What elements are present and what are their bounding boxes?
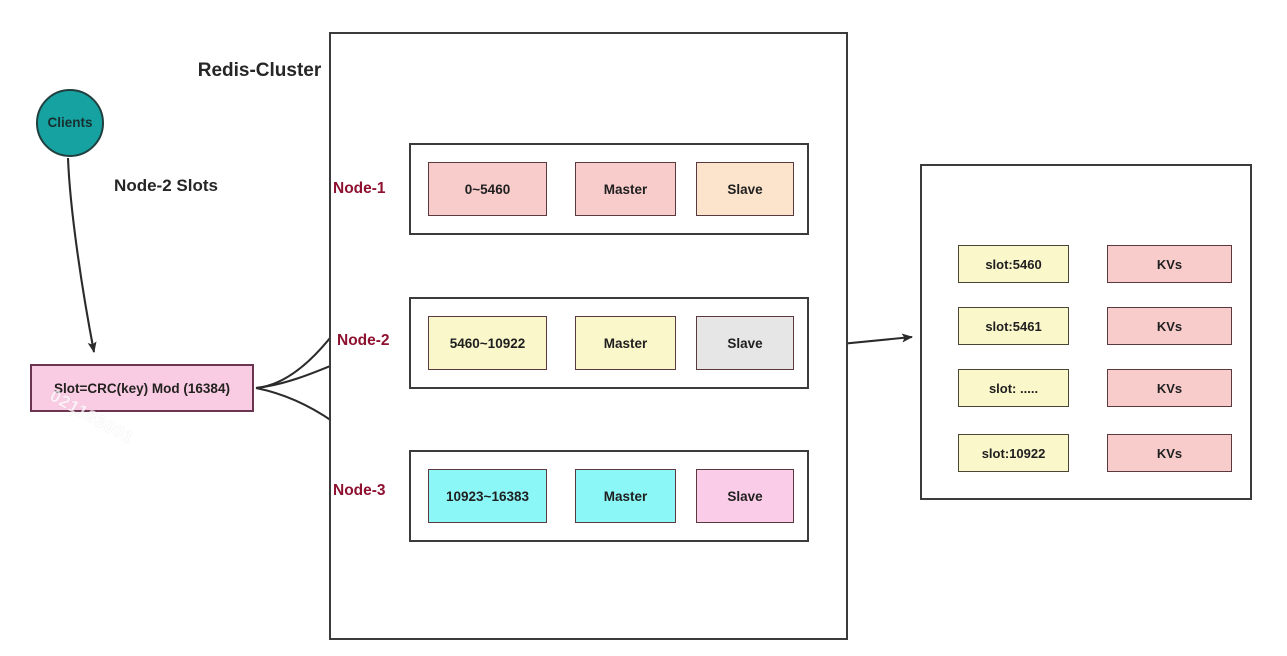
node-label-node-1: Node-1 [333,180,386,197]
kv-box-2[interactable]: KVs [1107,369,1232,407]
node-1-master[interactable]: Master [575,162,676,216]
node-2-slots-title: Node-2 Slots [114,176,218,195]
node-2-slot-range[interactable]: 5460~10922 [428,316,547,370]
clients-label: Clients [47,115,93,131]
node-3-slot-range[interactable]: 10923~16383 [428,469,547,523]
redis-cluster-title: Redis-Cluster [197,60,322,81]
kv-box-1[interactable]: KVs [1107,307,1232,345]
node-1-slot-range[interactable]: 0~5460 [428,162,547,216]
node-label-node-2: Node-2 [337,332,390,349]
node-row-node-1[interactable]: 0~5460 Master Slave [409,143,809,235]
kv-box-3[interactable]: KVs [1107,434,1232,472]
slot-formula-label: Slot=CRC(key) Mod (16384) [54,380,230,396]
node-3-slave[interactable]: Slave [696,469,794,523]
node-row-node-3[interactable]: 10923~16383 Master Slave [409,450,809,542]
slot-box-2[interactable]: slot: ..... [958,369,1069,407]
node-1-slave[interactable]: Slave [696,162,794,216]
node-2-master[interactable]: Master [575,316,676,370]
node-label-node-3: Node-3 [333,482,386,499]
node-3-master[interactable]: Master [575,469,676,523]
slot-box-3[interactable]: slot:10922 [958,434,1069,472]
kv-box-0[interactable]: KVs [1107,245,1232,283]
slot-box-0[interactable]: slot:5460 [958,245,1069,283]
slot-formula-box[interactable]: Slot=CRC(key) Mod (16384) [30,364,254,412]
clients-node[interactable]: Clients [36,89,104,157]
slot-box-1[interactable]: slot:5461 [958,307,1069,345]
node-row-node-2[interactable]: 5460~10922 Master Slave [409,297,809,389]
node-2-slave[interactable]: Slave [696,316,794,370]
